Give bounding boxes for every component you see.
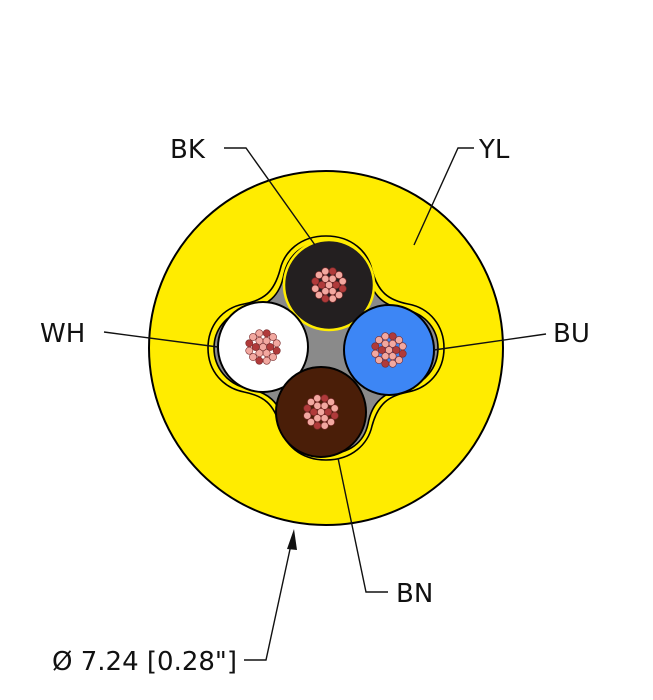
conductor-strand	[320, 394, 329, 403]
conductor-strand	[388, 339, 397, 348]
conductor-strand	[335, 271, 343, 279]
conductor-strand	[255, 329, 264, 338]
label-diameter: Ø 7.24 [0.28"]	[52, 647, 237, 677]
conductor-strand	[335, 291, 343, 299]
conductor-strand	[395, 356, 403, 364]
conductor-strand	[395, 336, 403, 344]
conductor-strand	[388, 332, 397, 341]
conductor-strand	[315, 291, 323, 299]
conductor-strand	[338, 284, 347, 293]
conductor-strand	[328, 287, 337, 296]
conductor-strand	[330, 404, 339, 413]
conductor-strand	[262, 349, 271, 358]
conductor-strand	[375, 356, 383, 364]
conductor-strand	[388, 352, 397, 361]
conductor-strand	[324, 408, 333, 416]
conductor-strand	[255, 356, 264, 365]
conductor-strand	[245, 346, 254, 355]
conductor-strand	[245, 339, 254, 348]
conductor-strand	[307, 418, 315, 426]
label-bu: BU	[553, 319, 590, 349]
label-bk: BK	[170, 135, 206, 165]
conductor-strand	[315, 271, 323, 279]
diameter-arrowhead	[287, 529, 297, 550]
conductor-strand	[332, 281, 341, 289]
conductor-strand	[313, 421, 322, 430]
conductor-strand	[381, 339, 390, 348]
conductor-strand	[327, 398, 335, 406]
conductor-strand	[398, 342, 407, 351]
conductor-strand	[330, 411, 339, 420]
conductor-strand	[320, 414, 329, 423]
conductor-strand	[371, 342, 380, 351]
conductor-strand	[313, 401, 322, 410]
conductor-strand	[320, 421, 329, 430]
conductor-strand	[262, 356, 271, 365]
conductor-strand	[381, 359, 390, 368]
conductor-strand	[328, 274, 337, 283]
conductor-strand	[249, 333, 257, 341]
conductor-strand	[321, 294, 330, 303]
conductor-strand	[266, 343, 275, 351]
leader-line-bu	[433, 333, 547, 351]
conductor-strand	[255, 336, 264, 345]
conductor-strand	[321, 287, 330, 296]
conductor-strand	[392, 346, 401, 354]
conductor-strand	[309, 408, 318, 416]
label-yl: YL	[478, 135, 510, 165]
conductor-strand	[375, 336, 383, 344]
conductor-black-strands	[311, 267, 347, 303]
conductor-strand	[328, 267, 337, 276]
conductor-strand	[311, 284, 320, 293]
label-wh: WH	[40, 319, 85, 349]
conductor-strand	[371, 349, 380, 358]
conductor-strand	[381, 352, 390, 361]
conductor-strand	[311, 277, 320, 286]
conductor-strand	[262, 329, 271, 338]
conductor-strand	[320, 401, 329, 410]
conductor-strand	[388, 359, 397, 368]
conductor-strand	[251, 343, 260, 351]
conductor-brown-strands	[303, 394, 339, 430]
conductor-strand	[313, 414, 322, 423]
conductor-blue-strands	[371, 332, 407, 368]
conductor-strand	[262, 336, 271, 345]
conductor-strand	[313, 394, 322, 403]
conductor-strand	[398, 349, 407, 358]
conductor-strand	[381, 332, 390, 341]
label-bn: BN	[396, 579, 433, 609]
conductor-strand	[328, 294, 337, 303]
conductor-strand	[272, 339, 281, 348]
leader-line-diameter	[244, 539, 293, 661]
conductor-strand	[272, 346, 281, 355]
conductor-strand	[249, 353, 257, 361]
conductor-strand	[269, 353, 277, 361]
conductor-strand	[269, 333, 277, 341]
conductor-strand	[327, 418, 335, 426]
conductor-strand	[321, 267, 330, 276]
conductor-strand	[255, 349, 264, 358]
leader-line-yl	[413, 147, 474, 246]
conductor-strand	[321, 274, 330, 283]
leader-line-bn	[337, 457, 388, 593]
leader-line-bk	[224, 147, 316, 246]
conductor-strand	[338, 277, 347, 286]
conductor-strand	[377, 346, 386, 354]
conductor-strand	[303, 404, 312, 413]
conductor-strand	[317, 281, 326, 289]
leader-line-wh	[103, 331, 219, 348]
conductor-strand	[303, 411, 312, 420]
conductor-strand	[307, 398, 315, 406]
conductor-white-strands	[245, 329, 281, 365]
